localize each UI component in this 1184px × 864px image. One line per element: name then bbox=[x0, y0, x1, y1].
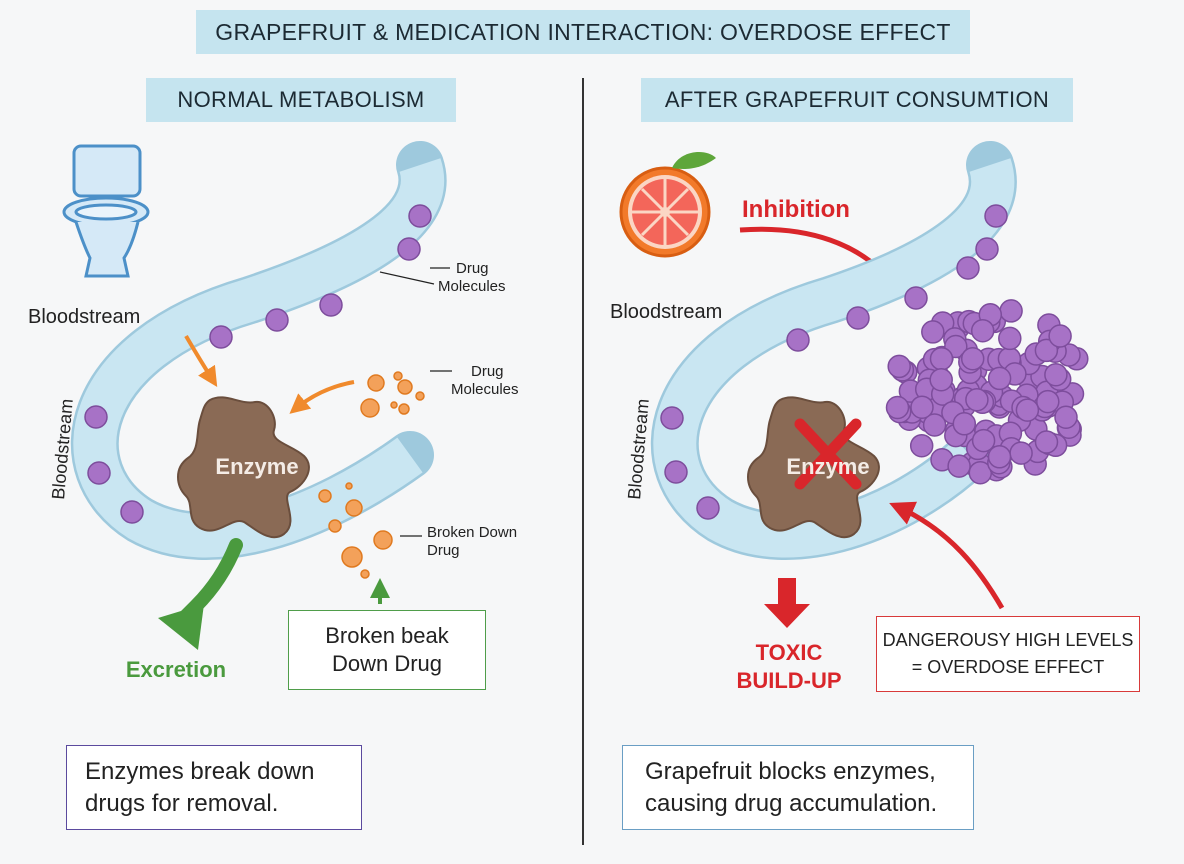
accumulated-molecule bbox=[1054, 405, 1078, 429]
drug-molecules-label-1a: Drug bbox=[456, 260, 489, 277]
broken-box-line-2: Down Drug bbox=[331, 651, 443, 676]
excretion-arrow bbox=[173, 538, 243, 629]
accumulated-molecule bbox=[970, 318, 995, 343]
after-grapefruit-header: AFTER GRAPEFRUIT CONSUMTION bbox=[641, 78, 1073, 122]
drug-molecules-label-1b: Molecules bbox=[438, 278, 506, 295]
accumulated-molecule bbox=[887, 354, 911, 379]
inhibition-label: Inhibition bbox=[742, 196, 850, 223]
overdose-warning-box: DANGEROUSY HIGH LEVELS = OVERDOSE EFFECT bbox=[876, 616, 1140, 692]
broken-down-label-a: Broken Down bbox=[427, 524, 517, 541]
drug-molecules-label-2a: Drug bbox=[471, 363, 504, 380]
toxic-label-a: TOXIC bbox=[756, 640, 823, 665]
accumulated-molecule bbox=[987, 445, 1012, 469]
drug-molecules-label-2b: Molecules bbox=[451, 381, 519, 398]
accumulated-molecule bbox=[987, 366, 1012, 391]
right-drug-molecules bbox=[660, 204, 1008, 520]
toxic-label-b: BUILD-UP bbox=[736, 668, 841, 693]
page-title: GRAPEFRUIT & MEDICATION INTERACTION: OVE… bbox=[196, 10, 970, 54]
accumulated-molecule bbox=[921, 320, 945, 344]
left-drug-molecules bbox=[84, 204, 432, 524]
drug-accumulation-cluster bbox=[885, 299, 1089, 485]
drug-pointer-1 bbox=[379, 271, 435, 285]
after-summary-box: Grapefruit blocks enzymes, causing drug … bbox=[622, 745, 974, 830]
accumulated-molecule bbox=[909, 433, 934, 458]
normal-summary-line-2: drugs for removal. bbox=[85, 789, 279, 817]
toilet-icon bbox=[62, 144, 150, 278]
accumulated-molecule bbox=[952, 412, 977, 436]
orange-molecules bbox=[360, 371, 425, 418]
accumulated-molecule bbox=[929, 347, 954, 371]
accumulated-molecule bbox=[998, 326, 1022, 351]
bloodstream-vertical-right: Bloodstream bbox=[624, 398, 653, 500]
excretion-label: Excretion bbox=[126, 657, 226, 682]
accumulated-molecule bbox=[910, 395, 934, 419]
accumulated-molecule bbox=[1009, 441, 1033, 465]
after-summary-line-2: causing drug accumulation. bbox=[645, 789, 938, 817]
enzyme-label-left: Enzyme bbox=[215, 454, 298, 479]
enzyme-label-right: Enzyme bbox=[786, 454, 869, 479]
orange-arrow-molecules bbox=[289, 380, 355, 414]
bloodstream-label-right: Bloodstream bbox=[610, 301, 722, 323]
block-x-icon bbox=[794, 418, 862, 490]
accumulated-molecule bbox=[965, 387, 989, 412]
normal-summary-box: Enzymes break down drugs for removal. bbox=[66, 745, 362, 830]
broken-box-line-1: Broken beak bbox=[325, 623, 449, 648]
accumulated-molecule bbox=[999, 299, 1023, 323]
accumulated-molecule bbox=[929, 367, 953, 392]
normal-metabolism-header: NORMAL METABOLISM bbox=[146, 78, 456, 122]
accumulated-molecule bbox=[885, 395, 910, 420]
accumulated-molecule bbox=[947, 454, 971, 478]
normal-summary-line-1: Enzymes break down bbox=[85, 757, 315, 785]
toxic-down-arrow bbox=[764, 578, 810, 628]
danger-box-line-1: DANGEROUSY HIGH LEVELS bbox=[882, 630, 1134, 650]
accumulated-molecule bbox=[1044, 362, 1068, 387]
accumulated-molecule bbox=[1048, 324, 1072, 348]
accumulated-molecule bbox=[1015, 398, 1040, 422]
grapefruit-icon bbox=[619, 152, 716, 258]
broken-down-label-b: Drug bbox=[427, 542, 460, 559]
bloodstream-label-left: Bloodstream bbox=[28, 306, 140, 328]
accumulated-molecule bbox=[960, 346, 985, 371]
excretion-arrowhead bbox=[158, 604, 204, 650]
accumulated-molecule bbox=[1034, 430, 1059, 454]
broken-down-drug-box: Broken beak Down Drug bbox=[288, 610, 486, 690]
orange-arrow-bloodstream bbox=[184, 334, 218, 388]
left-enzyme bbox=[177, 396, 310, 539]
danger-arrow bbox=[889, 501, 1005, 610]
accumulated-molecule bbox=[1034, 338, 1059, 363]
accumulated-molecule bbox=[1036, 389, 1060, 414]
danger-box-line-2: = OVERDOSE EFFECT bbox=[911, 657, 1105, 677]
broken-molecules bbox=[318, 482, 393, 579]
accumulated-molecule bbox=[922, 413, 947, 437]
accumulated-molecule bbox=[971, 428, 996, 453]
after-summary-line-1: Grapefruit blocks enzymes, bbox=[645, 757, 936, 785]
